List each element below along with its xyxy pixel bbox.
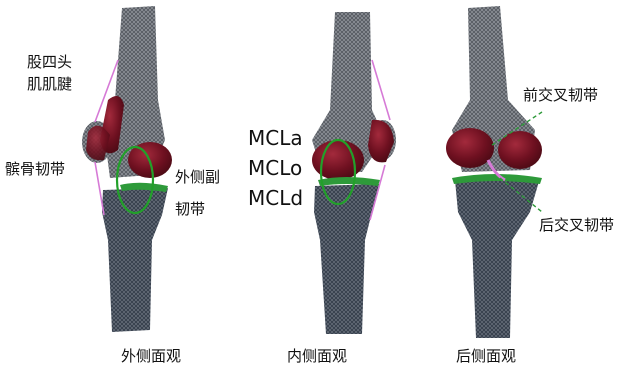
- mcld-label: MCLd: [248, 186, 303, 210]
- acl-label: 前交叉韧带: [523, 86, 598, 104]
- medial-condyle-cartilage: [312, 140, 364, 180]
- lateral-view: [82, 6, 172, 332]
- posterior-view: [446, 6, 542, 338]
- pcl-label: 后交叉韧带: [539, 216, 614, 234]
- lcl-label-line1: 外侧副: [175, 168, 220, 186]
- lateral-tibia: [102, 188, 168, 332]
- medial-tibia: [314, 184, 380, 334]
- quad-tendon-label-line2: 肌肌腱: [27, 75, 72, 93]
- caption-lateral-view: 外侧面观: [121, 345, 181, 366]
- lcl-label-line2: 韧带: [175, 200, 205, 218]
- caption-medial-view: 内侧面观: [287, 345, 347, 366]
- mcla-label: MCLa: [248, 126, 303, 150]
- patellar-ligament-label: 髌骨韧带: [5, 160, 65, 178]
- posterior-tibia: [455, 178, 540, 338]
- medial-view: [312, 12, 396, 334]
- posterior-medial-condyle: [446, 128, 494, 168]
- medial-meniscus: [318, 177, 380, 186]
- caption-posterior-view: 后侧面观: [456, 345, 516, 366]
- medial-tendon-line: [372, 60, 390, 120]
- quad-tendon-label-line1: 股四头: [27, 53, 72, 71]
- patellar-ligament-line: [95, 162, 104, 215]
- mclo-label: MCLo: [248, 156, 302, 180]
